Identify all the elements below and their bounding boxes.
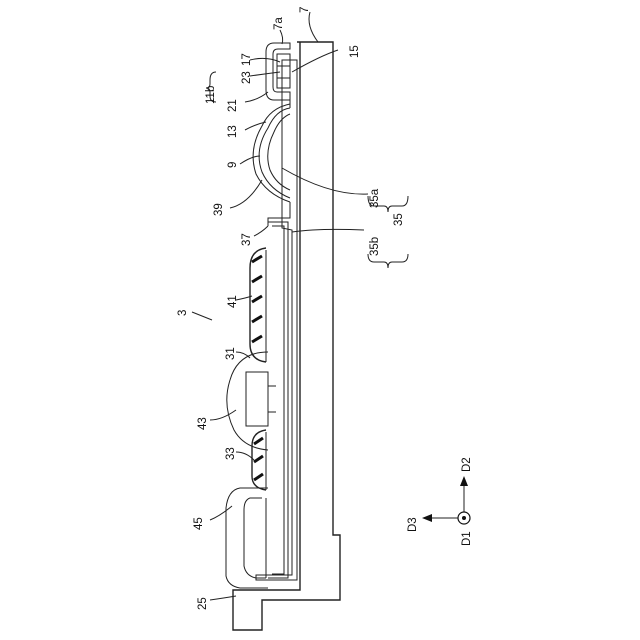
- ref-35a: 35a: [369, 188, 381, 208]
- ref-3: 3: [177, 310, 189, 316]
- ref-17: 17: [241, 53, 253, 66]
- ref-37: 37: [241, 233, 253, 246]
- ref-45: 45: [193, 517, 205, 530]
- layer-35: [256, 60, 297, 580]
- insulator-33: [252, 430, 266, 490]
- ref-39: 39: [213, 203, 225, 216]
- ref-31: 31: [225, 347, 237, 360]
- ref-7a: 7a: [273, 17, 285, 30]
- dome-9: [253, 100, 290, 226]
- axis-d2-label: D2: [461, 457, 473, 472]
- ref-9: 9: [227, 162, 239, 168]
- axis-d3-label: D3: [407, 517, 419, 532]
- substrate-7: [233, 42, 340, 630]
- ref-21: 21: [227, 99, 239, 112]
- axis-indicator: D2 D3 D1: [407, 457, 473, 546]
- ref-35b: 35b: [369, 237, 381, 256]
- chip-31: [227, 352, 276, 450]
- top-cap-7a: [266, 43, 290, 100]
- ref-41: 41: [227, 295, 239, 308]
- ref-11b: 11b: [205, 86, 217, 104]
- insulator-41: [250, 248, 266, 362]
- ref-23: 23: [241, 71, 253, 84]
- ref-43: 43: [197, 417, 209, 430]
- axis-d1-label: D1: [461, 531, 473, 546]
- ref-35: 35: [393, 213, 405, 226]
- ref-33: 33: [225, 447, 237, 460]
- ref-7: 7: [299, 7, 311, 13]
- ref-13: 13: [227, 125, 239, 138]
- ref-25: 25: [197, 597, 209, 610]
- ref-15: 15: [349, 45, 361, 58]
- connector-45: [226, 488, 268, 588]
- layer-37: [268, 222, 288, 578]
